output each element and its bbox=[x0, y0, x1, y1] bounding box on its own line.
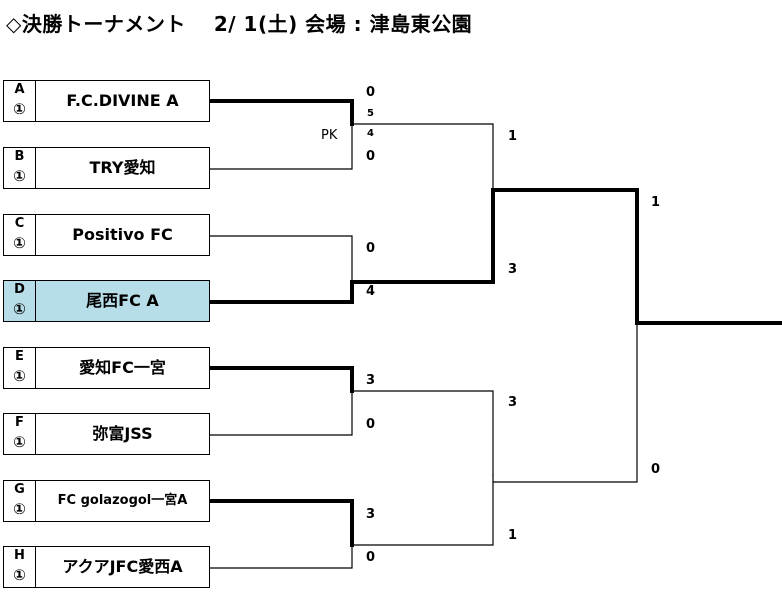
team-seed-cell: G ① bbox=[4, 481, 36, 521]
r1-b-line bbox=[209, 123, 353, 170]
r1-c-score: 0 bbox=[366, 241, 376, 256]
r2-e-line bbox=[351, 390, 494, 476]
r1-a-line bbox=[208, 99, 354, 126]
team-box-f: F ① 弥富JSS bbox=[3, 413, 210, 455]
r2-upper-top-score: 1 bbox=[508, 129, 518, 144]
team-seed: ① bbox=[13, 500, 26, 518]
r2-lower-top-score: 3 bbox=[508, 395, 518, 410]
team-name: アクアJFC愛西A bbox=[62, 557, 183, 576]
pk-label: PK bbox=[321, 128, 338, 143]
team-seed-cell: B ① bbox=[4, 148, 36, 188]
team-seed: ① bbox=[13, 234, 26, 252]
r1-f-line bbox=[209, 390, 353, 436]
r1-d-line bbox=[208, 280, 354, 304]
final-top-score: 1 bbox=[651, 195, 661, 210]
team-box-g: G ① FC golazogol一宮A bbox=[3, 480, 210, 522]
team-letter: D bbox=[14, 282, 25, 297]
team-letter: C bbox=[14, 216, 25, 231]
team-letter: A bbox=[14, 82, 25, 97]
r1-g-score: 3 bbox=[366, 507, 376, 522]
r1-d-score: 4 bbox=[366, 284, 376, 299]
team-name: TRY愛知 bbox=[89, 158, 156, 177]
team-name: 弥富JSS bbox=[92, 424, 153, 443]
team-name: 愛知FC一宮 bbox=[79, 358, 166, 377]
team-letter: B bbox=[14, 149, 25, 164]
r1-g-line bbox=[208, 499, 354, 547]
r2-g-line bbox=[351, 474, 494, 546]
r1-b-score: 0 bbox=[366, 149, 376, 164]
team-box-d: D ① 尾西FC A bbox=[3, 280, 210, 322]
team-box-b: B ① TRY愛知 bbox=[3, 147, 210, 189]
r1-h-line bbox=[209, 544, 353, 569]
team-seed: ① bbox=[13, 433, 26, 451]
r1-c-line bbox=[209, 235, 353, 283]
r2-lower-bottom-score: 1 bbox=[508, 528, 518, 543]
r2-upper-bottom-score: 3 bbox=[508, 262, 518, 277]
team-seed-cell: A ① bbox=[4, 81, 36, 121]
team-name: 尾西FC A bbox=[86, 291, 159, 310]
team-box-h: H ① アクアJFC愛西A bbox=[3, 546, 210, 588]
team-seed: ① bbox=[13, 300, 26, 318]
team-seed: ① bbox=[13, 367, 26, 385]
team-seed: ① bbox=[13, 566, 26, 584]
team-letter: E bbox=[15, 349, 24, 364]
team-seed-cell: E ① bbox=[4, 348, 36, 388]
team-letter: G bbox=[14, 482, 25, 497]
team-box-c: C ① Positivo FC bbox=[3, 214, 210, 256]
team-seed-cell: C ① bbox=[4, 215, 36, 255]
team-name: Positivo FC bbox=[72, 225, 173, 244]
team-letter: F bbox=[15, 415, 24, 430]
team-seed-cell: H ① bbox=[4, 547, 36, 587]
r1-h-score: 0 bbox=[366, 550, 376, 565]
team-seed-cell: F ① bbox=[4, 414, 36, 454]
final-top-line bbox=[491, 188, 639, 325]
team-letter: H bbox=[14, 548, 25, 563]
team-box-e: E ① 愛知FC一宮 bbox=[3, 347, 210, 389]
r1-e-score: 3 bbox=[366, 373, 376, 388]
team-box-a: A ① F.C.DIVINE A bbox=[3, 80, 210, 122]
page-title: ◇決勝トーナメント 2/ 1(土) 会場 : 津島東公園 bbox=[6, 12, 473, 36]
r1-a-score: 0 bbox=[366, 85, 376, 100]
r1-b-pk-score: 4 bbox=[367, 128, 374, 139]
r2-d-line bbox=[350, 188, 495, 284]
final-bottom-score: 0 bbox=[651, 462, 661, 477]
final-bottom-line bbox=[492, 322, 638, 483]
r2-a-line bbox=[351, 123, 494, 191]
r1-e-line bbox=[208, 366, 354, 393]
team-seed: ① bbox=[13, 100, 26, 118]
team-name: F.C.DIVINE A bbox=[66, 91, 179, 110]
r1-a-pk-score: 5 bbox=[367, 108, 374, 119]
team-seed: ① bbox=[13, 167, 26, 185]
team-seed-cell: D ① bbox=[4, 281, 36, 321]
r1-f-score: 0 bbox=[366, 417, 376, 432]
team-name: FC golazogol一宮A bbox=[57, 493, 188, 508]
